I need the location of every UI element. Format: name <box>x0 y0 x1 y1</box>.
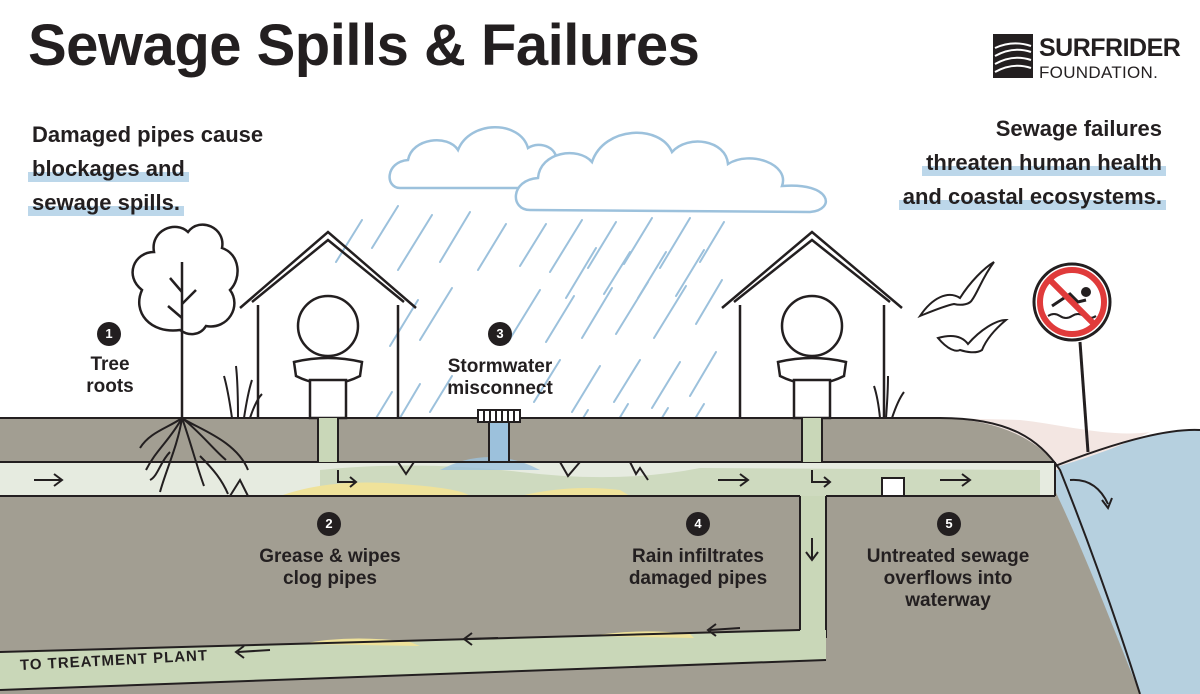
step-label-line: Grease & wipes <box>259 546 401 567</box>
flow-arrow-icon <box>34 470 1113 659</box>
step-label-line: damaged pipes <box>628 567 768 589</box>
right-caption-line: threaten human health <box>922 150 1166 178</box>
shoreline <box>942 418 1150 470</box>
cloud-icon <box>388 126 827 214</box>
step-label-line: waterway <box>905 589 991 611</box>
house-icon <box>721 230 903 418</box>
step-label-line: Tree <box>90 354 130 375</box>
logo-wordmark-bottom: FOUNDATION. <box>1039 63 1159 82</box>
rain-lines <box>335 205 725 447</box>
left-caption-line: sewage spills. <box>28 190 184 218</box>
step-number-badge: 2 <box>317 512 341 536</box>
page-title: Sewage Spills & Failures <box>28 13 700 78</box>
waterway <box>1045 429 1200 694</box>
right-caption-line: Sewage failures <box>995 116 1162 141</box>
step-number-badge: 1 <box>97 322 121 346</box>
seagull-icon <box>917 261 1009 354</box>
step-label-line: overflows into <box>883 567 1013 589</box>
step-number-badge: 3 <box>488 322 512 346</box>
step-label-grease-wipes: Grease & wipes clog pipes <box>230 546 430 590</box>
step-label-line: Rain infiltrates <box>632 546 764 567</box>
grass-icon <box>223 365 905 419</box>
pipe-cracks <box>229 461 649 497</box>
tree-icon <box>131 223 249 495</box>
surfrider-logo-icon <box>993 34 1033 78</box>
toilet-icon <box>292 294 364 420</box>
step-label-line: Stormwater <box>447 356 553 377</box>
step-label-stormwater: Stormwater misconnect <box>420 356 580 400</box>
step-label-untreated-sewage: Untreated sewage overflows into waterway <box>848 546 1048 612</box>
storm-drain-icon <box>477 409 521 463</box>
right-caption-line: and coastal ecosystems. <box>898 184 1166 212</box>
left-caption-line: Damaged pipes cause <box>32 122 264 147</box>
toilet-icon <box>776 294 848 420</box>
step-label-line: clog pipes <box>283 567 377 589</box>
logo-wordmark-top: SURFRIDER <box>1039 34 1181 62</box>
step-label-line: misconnect <box>447 377 553 399</box>
step-label-line: Untreated sewage <box>866 546 1030 567</box>
left-caption-line: blockages and <box>28 156 189 184</box>
no-swimming-sign-icon <box>1032 262 1112 453</box>
step-label-tree-roots: Tree roots <box>60 354 160 398</box>
step-label-line: roots <box>86 375 134 397</box>
step-number-badge: 5 <box>937 512 961 536</box>
step-number-badge: 4 <box>686 512 710 536</box>
step-label-rain-infiltrates: Rain infiltrates damaged pipes <box>598 546 798 590</box>
